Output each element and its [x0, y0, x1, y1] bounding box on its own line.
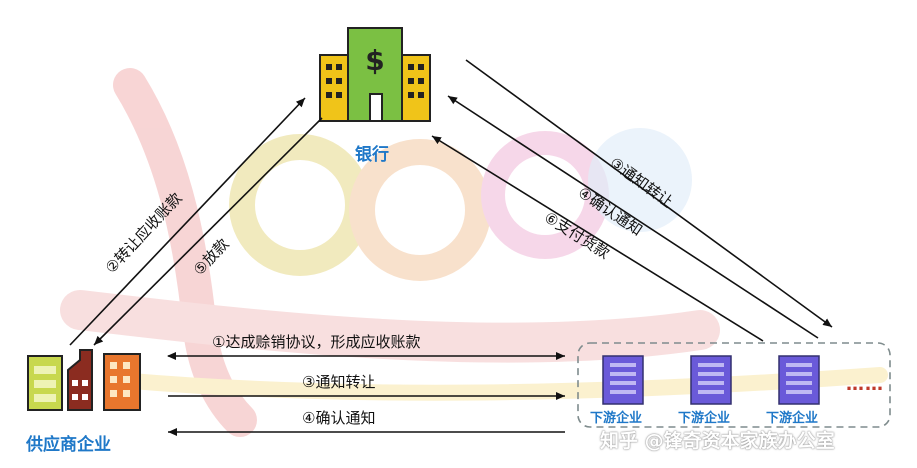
bank-label: 银行	[355, 145, 389, 165]
svg-text:$: $	[365, 44, 384, 77]
label-agreement: ①达成赊销协议，形成应收账款	[212, 333, 421, 351]
label-confirm-to-supplier: ④确认通知	[302, 409, 376, 427]
arrow-downstream-pay-to-bank	[431, 135, 764, 342]
downstream-label-2: 下游企业	[678, 411, 731, 426]
downstream-building-icon	[602, 355, 644, 405]
arrow-bank-to-supplier	[93, 117, 323, 346]
label-supplier-notify: ③通知转让	[302, 373, 376, 391]
arrow-supplier-to-bank	[69, 97, 306, 346]
bank-building-icon: $	[319, 27, 431, 122]
watermark: 知乎 @锋奇资本家族办公室	[600, 430, 835, 452]
supplier-factory-icon	[27, 349, 141, 411]
arrow-bank-to-downstream	[465, 59, 833, 328]
arrow-downstream-confirm-to-bank	[447, 95, 819, 339]
supplier-label: 供应商企业	[26, 435, 111, 455]
downstream-group-box	[577, 342, 891, 428]
more-downstream-ellipsis: ……	[846, 374, 884, 395]
downstream-label-3: 下游企业	[766, 411, 819, 426]
downstream-building-icon	[690, 355, 732, 405]
downstream-building-icon	[778, 355, 820, 405]
downstream-label-1: 下游企业	[590, 411, 643, 426]
